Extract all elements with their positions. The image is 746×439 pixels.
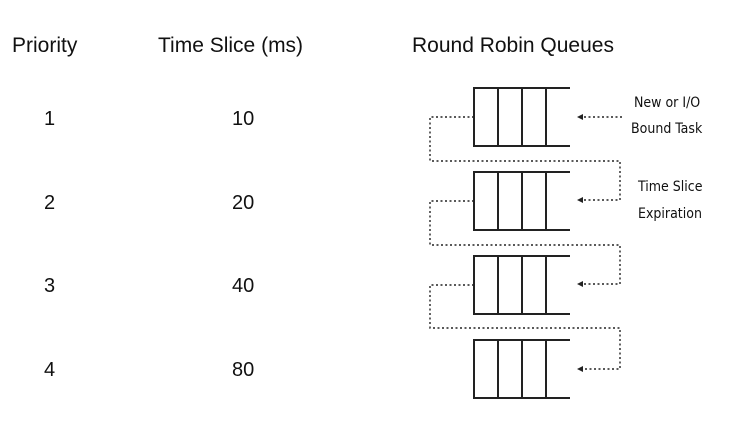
time-slice-header: Time Slice (ms): [158, 34, 304, 57]
queue-3-exit-connector: [429, 284, 621, 372]
queue-1: [473, 87, 570, 147]
expiration-label-line2: Expiration: [638, 206, 702, 222]
queue-3: [473, 255, 570, 315]
new-task-label-line2: Bound Task: [631, 121, 703, 137]
queue-2-exit-connector: [429, 200, 621, 287]
time-slice-cell-1: 10: [232, 108, 255, 130]
priority-cell-4: 4: [44, 359, 56, 381]
time-slice-cell-2: 20: [232, 192, 255, 214]
priority-header: Priority: [12, 34, 78, 57]
queues-header: Round Robin Queues: [412, 34, 614, 57]
time-slice-cell-3: 40: [232, 275, 255, 297]
priority-cell-1: 1: [44, 108, 56, 130]
time-slice-cell-4: 80: [232, 359, 255, 381]
priority-cell-3: 3: [44, 275, 56, 297]
priority-cell-2: 2: [44, 192, 56, 214]
expiration-label-line1: Time Slice: [638, 179, 703, 195]
queue-4: [473, 339, 570, 399]
new-task-label-line1: New or I/O: [634, 95, 701, 111]
queue-1-exit-connector: [429, 116, 621, 203]
queue-2: [473, 171, 570, 231]
